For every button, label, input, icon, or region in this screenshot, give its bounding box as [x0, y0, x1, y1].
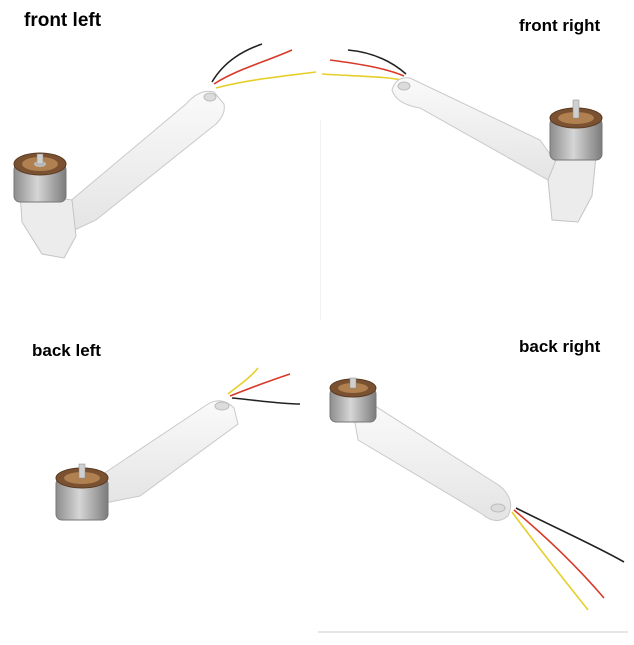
front-right-label: front right [519, 16, 601, 35]
back-left-arm [55, 367, 301, 521]
front-right-arm-body [391, 77, 561, 181]
front-left-wire-red [213, 49, 293, 85]
front-left-motor [13, 152, 67, 203]
back-right-arm [329, 377, 625, 611]
back-left-label: back left [32, 341, 101, 360]
front-right-mount-hole [397, 81, 411, 91]
back-right-motor [329, 377, 377, 423]
back-left-motor [55, 463, 109, 521]
front-left-wire-yellow [215, 71, 317, 89]
back-right-wire-black [515, 507, 625, 563]
front-left-arm-body [61, 90, 225, 233]
front-left-arm-shell [19, 191, 77, 259]
back-left-mount-hole [214, 401, 230, 411]
back-left-wire-red [229, 373, 291, 397]
bottom-divider [318, 631, 628, 633]
back-left-wire-black [231, 397, 301, 405]
front-left-label: front left [24, 10, 102, 31]
front-right-wire-black [347, 49, 407, 75]
front-right-wire-red [329, 59, 405, 77]
front-left-arm [13, 43, 317, 259]
back-left-arm-body [93, 400, 239, 505]
back-right-mount-hole [490, 503, 506, 513]
center-divider [320, 120, 321, 320]
front-left-mount-hole [203, 92, 217, 102]
back-left-wire-yellow [227, 367, 259, 395]
front-right-wire-yellow [321, 73, 403, 81]
back-right-arm-body [351, 403, 512, 521]
back-right-label: back right [519, 337, 601, 356]
front-left-wire-black [211, 43, 263, 83]
back-right-wire-red [513, 509, 605, 599]
front-right-motor [549, 99, 603, 161]
front-right-arm [321, 49, 603, 223]
back-right-wire-yellow [511, 511, 589, 611]
front-right-arm-shell [547, 149, 597, 223]
